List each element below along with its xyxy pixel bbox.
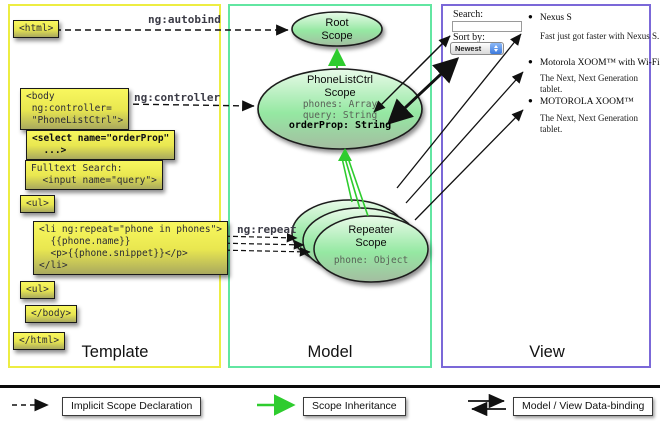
repeater-scope-title: Repeater Scope bbox=[348, 224, 394, 250]
code-select: <select name="orderProp" ...> bbox=[26, 130, 176, 160]
code-body-open: <body ng:controller= "PhoneListCtrl"> bbox=[20, 88, 130, 130]
model-column bbox=[228, 4, 432, 368]
sort-dropdown-value: Newest bbox=[455, 44, 482, 53]
model-column-label: Model bbox=[307, 343, 353, 361]
legend-model-view-databinding: Model / View Data-binding bbox=[513, 397, 654, 416]
bullet-icon: ● bbox=[528, 57, 533, 66]
bullet-icon: ● bbox=[528, 96, 533, 105]
phonelistctrl-scope-title: PhoneListCtrl Scope bbox=[306, 74, 374, 100]
phonelistctrl-scope-props: phones: Array query: String bbox=[302, 99, 378, 121]
bullet-icon: ● bbox=[528, 12, 533, 21]
list-item-desc: The Next, Next Generation tablet. bbox=[540, 73, 638, 94]
label-ng-autobind: ng:autobind bbox=[148, 13, 221, 26]
search-input[interactable] bbox=[452, 21, 522, 32]
code-fulltext-search: Fulltext Search: <input name="query"> bbox=[25, 160, 163, 190]
label-ng-repeat: ng:repeat bbox=[237, 223, 297, 236]
legend-implicit-scope: Implicit Scope Declaration bbox=[62, 397, 202, 416]
code-ul-close: <ul> bbox=[20, 281, 55, 299]
code-body-close: </body> bbox=[25, 305, 78, 323]
code-html-close: </html> bbox=[13, 332, 66, 350]
search-label: Search: bbox=[453, 9, 483, 20]
root-scope-title: Root Scope bbox=[321, 17, 353, 43]
phonelistctrl-scope-orderprop: orderProp: String bbox=[288, 120, 392, 131]
code-ul-open: <ul> bbox=[20, 195, 55, 213]
list-item-name: ●MOTOROLA XOOM™ bbox=[528, 96, 634, 107]
list-item-name: ●Motorola XOOM™ with Wi-Fi bbox=[528, 57, 660, 68]
list-item-name: ●Nexus S bbox=[528, 12, 572, 23]
legend-divider bbox=[0, 385, 660, 388]
label-ng-controller: ng:controller bbox=[134, 91, 221, 104]
code-li-repeat: <li ng:repeat="phone in phones"> {{phone… bbox=[33, 221, 229, 275]
template-column-label: Template bbox=[81, 343, 149, 361]
code-html-open: <html> bbox=[13, 20, 60, 38]
list-item-desc: The Next, Next Generation tablet. bbox=[540, 113, 638, 134]
list-item-desc: Fast just got faster with Nexus S. bbox=[540, 31, 660, 41]
repeater-scope-prop: phone: Object bbox=[333, 255, 409, 266]
sort-dropdown[interactable]: Newest bbox=[450, 42, 504, 55]
dropdown-stepper-icon bbox=[490, 43, 502, 54]
legend-scope-inheritance: Scope Inheritance bbox=[303, 397, 406, 416]
view-column-label: View bbox=[529, 343, 565, 361]
